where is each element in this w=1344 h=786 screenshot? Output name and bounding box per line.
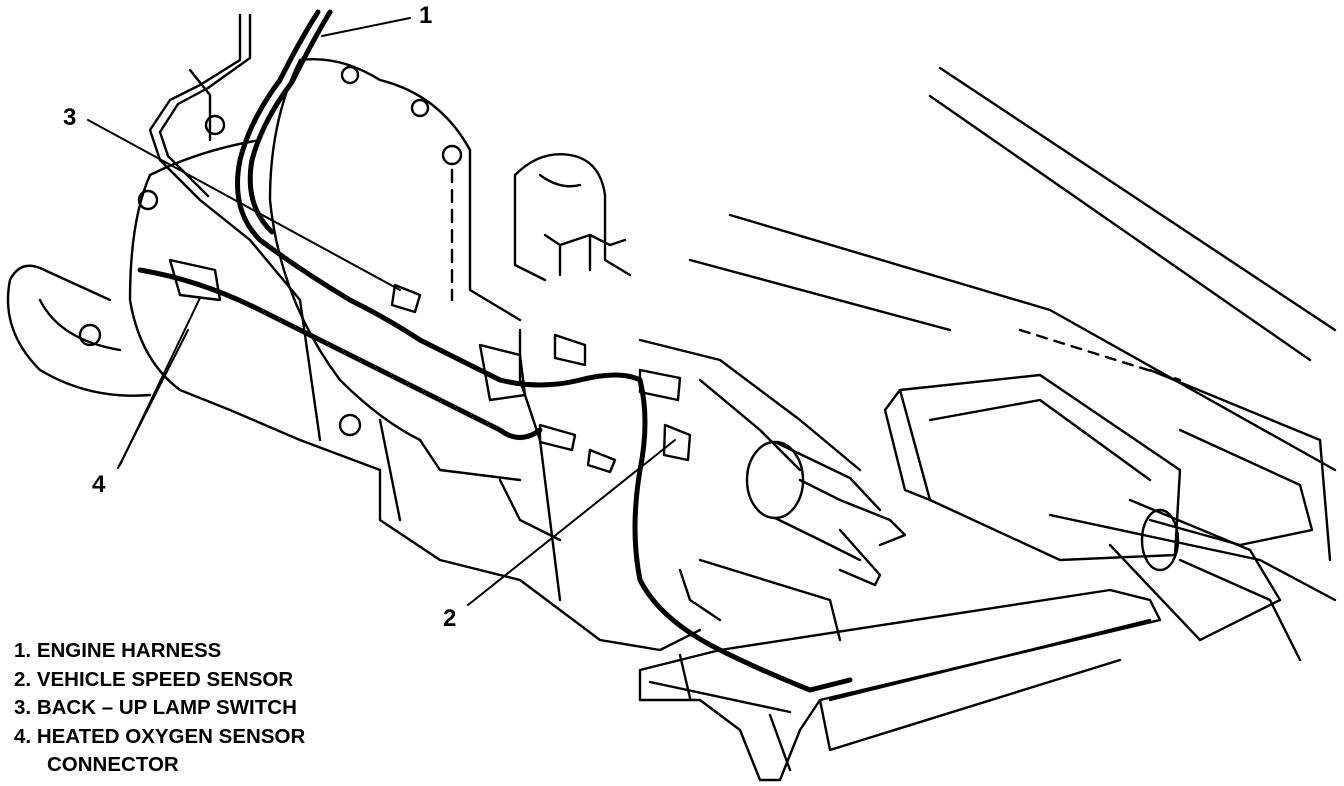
legend-number: 1. [14,639,32,662]
crossmember [638,588,1162,782]
legend-text: HEATED OXYGEN SENSOR [36,724,306,748]
floor-pan [688,66,1337,662]
legend-number: 3. [14,696,32,720]
legend-text: VEHICLE SPEED SENSOR [36,667,294,691]
shift-tower [513,153,632,282]
legend-number: 2. [14,667,32,691]
legend: 1. ENGINE HARNESS 2. VEHICLE SPEED SENSO… [14,637,305,780]
legend-text: BACK – UP LAMP SWITCH [36,696,297,720]
legend-item-2: 2. VEHICLE SPEED SENSOR [14,666,305,695]
legend-item-4: 4. HEATED OXYGEN SENSOR [14,723,305,752]
exhaust-pipe-left [6,264,152,397]
engine-harness [137,9,853,693]
leader-lines [87,17,676,606]
transmission-case [128,58,862,652]
legend-item-4-continuation: CONNECTOR [47,753,179,777]
legend-item-1: 1. ENGINE HARNESS [14,637,305,666]
bolts [78,65,463,437]
legend-text: ENGINE HARNESS [36,639,222,662]
callout-4: 4 [92,471,106,498]
legend-number: 4. [14,724,32,748]
brake-lines [148,13,322,442]
callout-1: 1 [419,2,433,29]
callout-3: 3 [63,104,77,131]
catalytic-converter [883,373,1282,642]
callout-2: 2 [443,605,457,632]
connectors [168,258,692,474]
legend-item-3: 3. BACK – UP LAMP SWITCH [14,694,305,723]
tailshaft-yoke [745,440,907,587]
